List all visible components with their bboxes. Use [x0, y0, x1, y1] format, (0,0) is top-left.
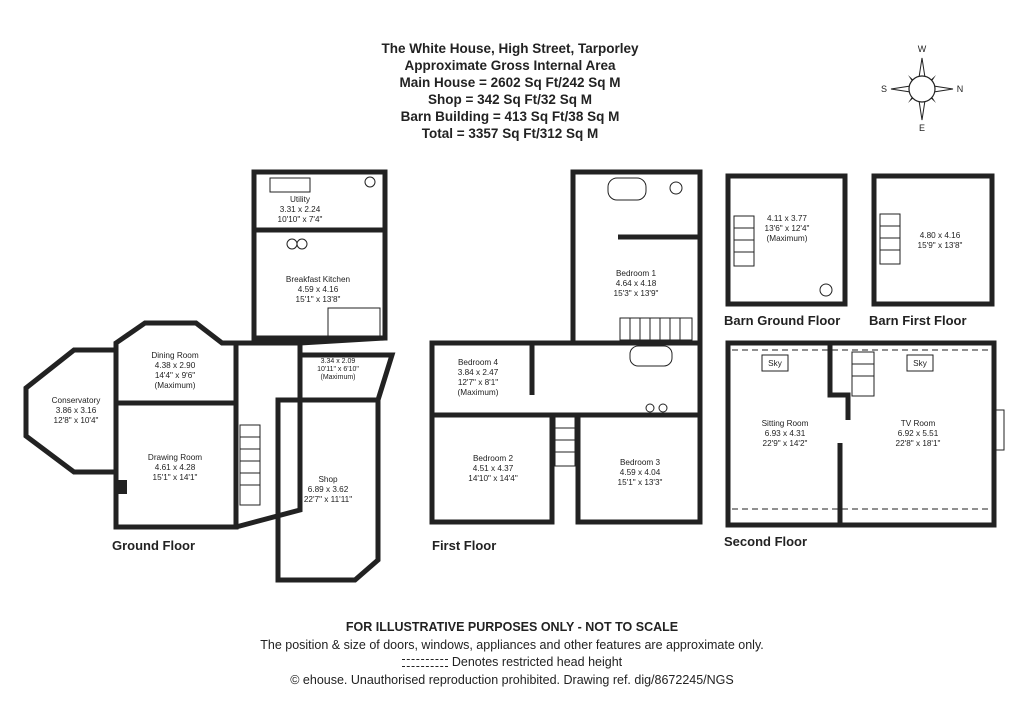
barn-ground-floor-title: Barn Ground Floor [724, 313, 840, 328]
svg-text:6.92 x 5.51: 6.92 x 5.51 [898, 429, 939, 438]
svg-text:Shop: Shop [318, 475, 338, 484]
svg-text:10'11" x 6'10": 10'11" x 6'10" [317, 366, 359, 373]
compass-n: N [957, 84, 964, 94]
shop-area: Shop = 342 Sq Ft/32 Sq M [428, 92, 592, 107]
svg-text:13'6" x 12'4": 13'6" x 12'4" [765, 224, 810, 233]
svg-text:22'8" x 18'1": 22'8" x 18'1" [896, 439, 941, 448]
svg-text:15'3" x 13'9": 15'3" x 13'9" [614, 289, 659, 298]
label-bedroom4: Bedroom 4 3.84 x 2.47 12'7" x 8'1" (Maxi… [458, 358, 499, 397]
second-floor-details [732, 349, 1005, 510]
sky-window-1: Sky [768, 359, 783, 368]
label-shop: Shop 6.89 x 3.62 22'7" x 11'11" [304, 475, 352, 504]
svg-text:3.86 x 3.16: 3.86 x 3.16 [56, 406, 97, 415]
label-conservatory: Conservatory 3.86 x 3.16 12'8" x 10'4" [52, 396, 102, 425]
barn-details [733, 213, 901, 297]
area-subtitle: Approximate Gross Internal Area [404, 58, 616, 73]
disclaimer: FOR ILLUSTRATIVE PURPOSES ONLY - NOT TO … [345, 620, 679, 634]
label-breakfast-kitchen: Breakfast Kitchen 4.59 x 4.16 15'1" x 13… [286, 275, 351, 304]
svg-text:22'9" x 14'2": 22'9" x 14'2" [763, 439, 808, 448]
svg-text:10'10" x 7'4": 10'10" x 7'4" [278, 215, 323, 224]
label-bedroom2: Bedroom 2 4.51 x 4.37 14'10" x 14'4" [468, 454, 518, 483]
legend-text: Denotes restricted head height [451, 655, 623, 669]
svg-text:4.11 x 3.77: 4.11 x 3.77 [767, 214, 807, 223]
first-floor-plan [429, 169, 703, 525]
svg-text:4.64 x 4.18: 4.64 x 4.18 [616, 279, 657, 288]
svg-text:15'9" x 13'8": 15'9" x 13'8" [918, 241, 963, 250]
label-bedroom1: Bedroom 1 4.64 x 4.18 15'3" x 13'9" [614, 269, 659, 298]
svg-text:Bedroom 1: Bedroom 1 [616, 269, 656, 278]
ground-floor-title: Ground Floor [112, 538, 195, 553]
svg-text:Dining Room: Dining Room [151, 351, 199, 360]
sky-window-2: Sky [913, 359, 928, 368]
approximation-note: The position & size of doors, windows, a… [260, 637, 764, 652]
svg-text:4.38 x 2.90: 4.38 x 2.90 [155, 361, 196, 370]
label-shop-store: 3.34 x 2.09 10'11" x 6'10" (Maximum) [317, 358, 359, 381]
label-utility: Utility 3.31 x 2.24 10'10" x 7'4" [278, 195, 323, 224]
barn-plan [725, 173, 995, 307]
label-bedroom3: Bedroom 3 4.59 x 4.04 15'1" x 13'3" [618, 458, 663, 487]
svg-text:6.89 x 3.62: 6.89 x 3.62 [308, 485, 349, 494]
drawing-room-chimney [117, 480, 127, 494]
label-tv-room: TV Room 6.92 x 5.51 22'8" x 18'1" [896, 419, 941, 448]
svg-text:Breakfast Kitchen: Breakfast Kitchen [286, 275, 351, 284]
svg-text:Utility: Utility [290, 195, 311, 204]
svg-text:Bedroom 2: Bedroom 2 [473, 454, 513, 463]
plan-header: The White House, High Street, Tarporley … [300, 40, 720, 142]
svg-text:Sitting Room: Sitting Room [762, 419, 809, 428]
svg-text:Conservatory: Conservatory [52, 396, 102, 405]
restricted-height-symbol-icon [401, 658, 448, 667]
compass-s: S [881, 84, 887, 94]
first-floor-details [554, 177, 693, 467]
svg-text:14'4" x 9'6": 14'4" x 9'6" [155, 371, 195, 380]
copyright: © ehouse. Unauthorised reproduction proh… [290, 672, 734, 687]
label-sitting-room: Sitting Room 6.93 x 4.31 22'9" x 14'2" [762, 419, 809, 448]
property-title: The White House, High Street, Tarporley [381, 41, 639, 56]
compass-w: W [918, 44, 927, 54]
svg-text:4.59 x 4.16: 4.59 x 4.16 [298, 285, 339, 294]
main-house-area: Main House = 2602 Sq Ft/242 Sq M [399, 75, 621, 90]
svg-text:Bedroom 4: Bedroom 4 [458, 358, 498, 367]
svg-text:12'8" x 10'4": 12'8" x 10'4" [54, 416, 99, 425]
svg-text:6.93 x 4.31: 6.93 x 4.31 [765, 429, 806, 438]
compass-e: E [919, 123, 925, 133]
svg-text:(Maximum): (Maximum) [321, 374, 356, 381]
total-area: Total = 3357 Sq Ft/312 Sq M [421, 126, 599, 141]
label-barn-first: 4.80 x 4.16 15'9" x 13'8" [918, 231, 963, 250]
svg-text:15'1" x 14'1": 15'1" x 14'1" [153, 473, 198, 482]
svg-text:12'7" x 8'1": 12'7" x 8'1" [458, 378, 498, 387]
svg-text:22'7" x 11'11": 22'7" x 11'11" [304, 495, 352, 504]
svg-text:(Maximum): (Maximum) [458, 388, 499, 397]
first-floor-title: First Floor [432, 538, 496, 553]
svg-text:4.59 x 4.04: 4.59 x 4.04 [620, 468, 661, 477]
svg-text:3.31 x 2.24: 3.31 x 2.24 [280, 205, 321, 214]
svg-text:15'1" x 13'8": 15'1" x 13'8" [296, 295, 341, 304]
second-floor-title: Second Floor [724, 534, 807, 549]
plan-footer: FOR ILLUSTRATIVE PURPOSES ONLY - NOT TO … [212, 619, 812, 689]
svg-text:(Maximum): (Maximum) [155, 381, 196, 390]
svg-text:TV Room: TV Room [901, 419, 936, 428]
svg-text:15'1" x 13'3": 15'1" x 13'3" [618, 478, 663, 487]
barn-area: Barn Building = 413 Sq Ft/38 Sq M [400, 109, 620, 124]
legend-line: Denotes restricted head height [212, 654, 812, 672]
svg-text:Drawing Room: Drawing Room [148, 453, 202, 462]
svg-text:3.84 x 2.47: 3.84 x 2.47 [458, 368, 499, 377]
label-barn-ground: 4.11 x 3.77 13'6" x 12'4" (Maximum) [765, 214, 810, 243]
barn-first-floor-title: Barn First Floor [869, 313, 967, 328]
svg-text:(Maximum): (Maximum) [767, 234, 808, 243]
ground-floor-plan [23, 169, 396, 583]
label-dining-room: Dining Room 4.38 x 2.90 14'4" x 9'6" (Ma… [151, 351, 199, 390]
svg-text:14'10" x 14'4": 14'10" x 14'4" [468, 474, 518, 483]
svg-text:4.51 x 4.37: 4.51 x 4.37 [473, 464, 514, 473]
ground-floor-details [239, 176, 381, 506]
svg-text:3.34 x 2.09: 3.34 x 2.09 [321, 358, 356, 365]
svg-text:4.80 x 4.16: 4.80 x 4.16 [920, 231, 961, 240]
svg-text:4.61 x 4.28: 4.61 x 4.28 [155, 463, 196, 472]
svg-text:Bedroom 3: Bedroom 3 [620, 458, 660, 467]
label-drawing-room: Drawing Room 4.61 x 4.28 15'1" x 14'1" [148, 453, 202, 482]
second-floor-plan [725, 340, 997, 528]
compass-icon: W S N E [881, 44, 963, 133]
